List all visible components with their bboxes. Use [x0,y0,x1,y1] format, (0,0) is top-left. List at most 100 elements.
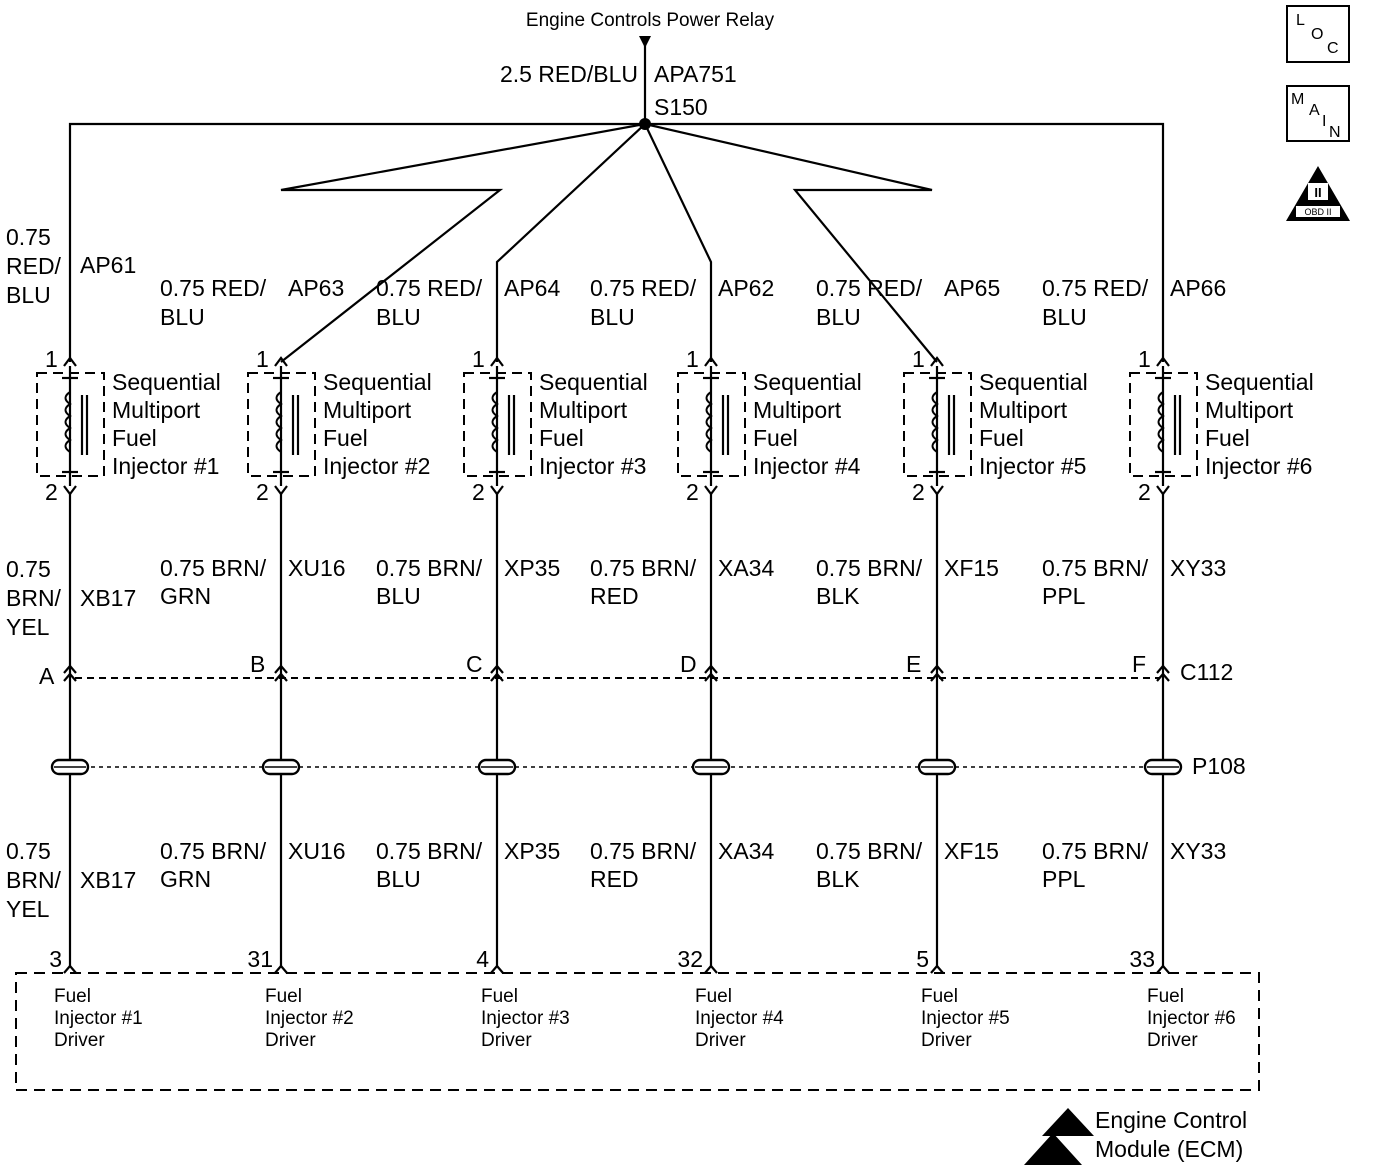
lower-wire-gauge: 0.75 BRN/ [160,555,267,581]
c112-pin-chevron [704,672,718,682]
lower-circuit-id: XY33 [1170,838,1226,864]
lower-wire-gauge: PPL [1042,866,1086,892]
lower-wire-gauge: BRN/ [6,585,62,611]
solenoid-coil-icon [64,391,72,453]
loc-button[interactable]: L O C [1286,5,1350,63]
pin-number: 1 [472,346,485,372]
ecm-pin-number: 31 [247,946,273,972]
injector-number: Injector #6 [1205,453,1312,479]
injector-number: Injector #2 [323,453,430,479]
lower-wire-gauge: 0.75 BRN/ [590,555,697,581]
lower-wire-gauge: YEL [6,614,50,640]
ecm-pin-chevron [1156,964,1170,974]
obd-ii-button[interactable]: II OBD II [1286,166,1350,221]
lower-wire-gauge: 0.75 BRN/ [816,838,923,864]
injector-name: Sequential [979,369,1088,395]
pin-chevron [63,356,77,367]
driver-label: Fuel [481,986,518,1007]
pin-number: 1 [686,346,699,372]
upper-wire-gauge: 0.75 [6,224,51,250]
pin-number: 1 [912,346,925,372]
driver-label: Fuel [265,986,302,1007]
driver-label: Injector #1 [54,1008,143,1029]
lower-wire-gauge: 0.75 BRN/ [1042,838,1149,864]
pin-chevron [1156,485,1170,496]
upper-wire-gauge: 0.75 RED/ [160,275,267,301]
main-letter-a: A [1309,102,1320,119]
injector-name: Multiport [539,397,628,423]
ecm-label-line-2: Module (ECM) [1095,1136,1243,1162]
lower-circuit-id: XF15 [944,555,999,581]
pin-chevron [274,356,288,367]
lower-wire-gauge: GRN [160,583,211,609]
driver-label: Injector #6 [1147,1008,1236,1029]
lower-circuit-id: XP35 [504,838,560,864]
injector-circuits: 0.75RED/BLUAP6112SequentialMultiportFuel… [6,122,1314,1051]
lower-wire-gauge: 0.75 BRN/ [160,838,267,864]
lower-wire-gauge: 0.75 [6,838,51,864]
ecm-pin-chevron [274,964,288,974]
solenoid-coil-icon [491,391,499,453]
pin-number: 2 [912,479,925,505]
esd-hand-icon [1024,1133,1082,1165]
pin-chevron [1156,356,1170,367]
c112-pin-letter: B [250,651,265,677]
driver-label: Driver [265,1030,316,1051]
injector-circuit-4: 0.75 RED/BLUAP6212SequentialMultiportFue… [590,123,862,1051]
pin-chevron [930,356,944,367]
main-letter-i: I [1322,113,1326,130]
relay-circuit: APA751 [654,61,737,87]
feed-wire [280,122,646,363]
pin-chevron [930,485,944,496]
injector-circuit-1: 0.75RED/BLUAP6112SequentialMultiportFuel… [6,122,645,1051]
relay-wire-gauge: 2.5 RED/BLU [500,61,638,87]
upper-circuit-id: AP65 [944,275,1000,301]
injector-name: Multiport [112,397,201,423]
pin-number: 2 [472,479,485,505]
c112-label: C112 [1180,659,1233,685]
ecm-pin-chevron [490,964,504,974]
upper-wire-gauge: 0.75 RED/ [376,275,483,301]
lower-wire-gauge: RED [590,866,639,892]
pin-chevron [63,485,77,496]
esd-warning-icon [1042,1108,1094,1136]
driver-label: Driver [1147,1030,1198,1051]
upper-wire-gauge: BLU [816,304,861,330]
driver-label: Injector #5 [921,1008,1010,1029]
upper-circuit-id: AP62 [718,275,774,301]
upper-circuit-id: AP63 [288,275,344,301]
lower-wire-gauge: PPL [1042,583,1086,609]
injector-circuit-2: 0.75 RED/BLUAP6312SequentialMultiportFue… [160,122,646,1051]
main-button[interactable]: M A I N [1286,85,1350,142]
ecm-pin-number: 4 [476,946,489,972]
injector-name: Sequential [112,369,221,395]
injector-name: Multiport [753,397,842,423]
pin-number: 1 [45,346,58,372]
feed-wire [644,122,938,363]
lower-wire-gauge: 0.75 BRN/ [1042,555,1149,581]
lower-wire-gauge: BLK [816,866,860,892]
pin-number: 2 [1138,479,1151,505]
c112-pin-letter: D [680,651,697,677]
solenoid-coil-icon [931,391,939,453]
injector-name: Multiport [1205,397,1294,423]
pin-chevron [274,485,288,496]
pin-chevron [704,485,718,496]
feed-wire [644,123,713,362]
feed-wire [645,122,1165,362]
driver-label: Fuel [54,986,91,1007]
injector-name: Fuel [539,425,584,451]
driver-label: Fuel [921,986,958,1007]
lower-circuit-id: XA34 [718,838,774,864]
lower-wire-gauge: BRN/ [6,867,62,893]
injector-name: Fuel [753,425,798,451]
lower-wire-gauge: YEL [6,896,50,922]
ecm-pin-chevron [704,964,718,974]
upper-wire-gauge: 0.75 RED/ [590,275,697,301]
injector-name: Fuel [112,425,157,451]
ecm-label-line-1: Engine Control [1095,1107,1247,1133]
driver-label: Driver [695,1030,746,1051]
ecm-pin-number: 33 [1129,946,1155,972]
upper-circuit-id: AP64 [504,275,560,301]
